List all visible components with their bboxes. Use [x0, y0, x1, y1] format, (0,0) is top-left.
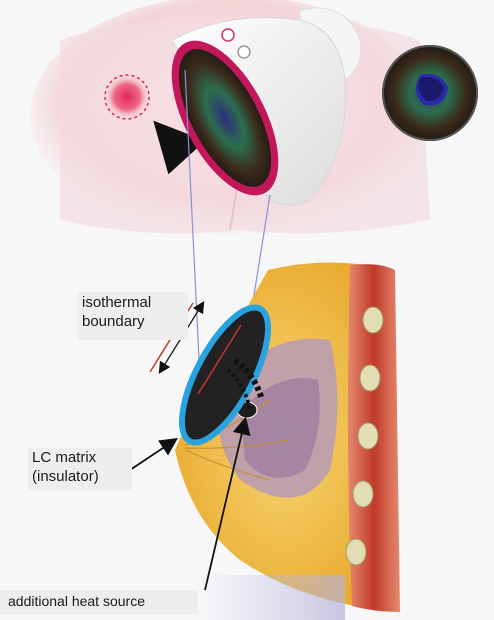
label-line: (insulator) [32, 468, 128, 487]
hot-spot-marker [105, 75, 149, 119]
isothermal-boundary-label: isothermal boundary [78, 292, 188, 340]
settings-icon [238, 46, 250, 58]
label-line: isothermal [82, 294, 184, 313]
heat-source-label: additional heat source [0, 590, 198, 614]
label-line: boundary [82, 313, 184, 332]
lc-matrix-arrow [130, 440, 175, 470]
bottom-shadow [200, 575, 345, 620]
power-icon [222, 29, 234, 41]
thermal-image-inset [382, 45, 478, 141]
label-line: additional heat source [8, 593, 145, 609]
label-line: LC matrix [32, 449, 128, 468]
lc-matrix-label: LC matrix (insulator) [28, 448, 132, 490]
